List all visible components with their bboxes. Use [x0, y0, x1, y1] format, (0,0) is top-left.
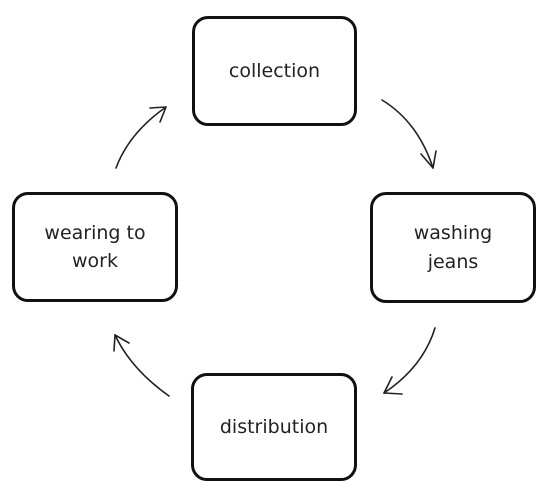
node-label: collection: [228, 59, 321, 82]
arrow-collection-to-washing: [381, 99, 437, 169]
node-label: wearing to work: [44, 221, 146, 273]
arrow-wearing-to-collection: [115, 106, 167, 169]
arrow-washing-to-distribution: [383, 327, 436, 395]
node-label: distribution: [219, 415, 329, 438]
node-washing-jeans: washing jeans: [370, 192, 536, 303]
arrow-distribution-to-wearing: [113, 334, 170, 397]
node-collection: collection: [192, 16, 357, 126]
node-distribution: distribution: [191, 373, 357, 481]
node-wearing-to-work: wearing to work: [12, 192, 178, 302]
node-label: washing jeans: [413, 222, 493, 273]
